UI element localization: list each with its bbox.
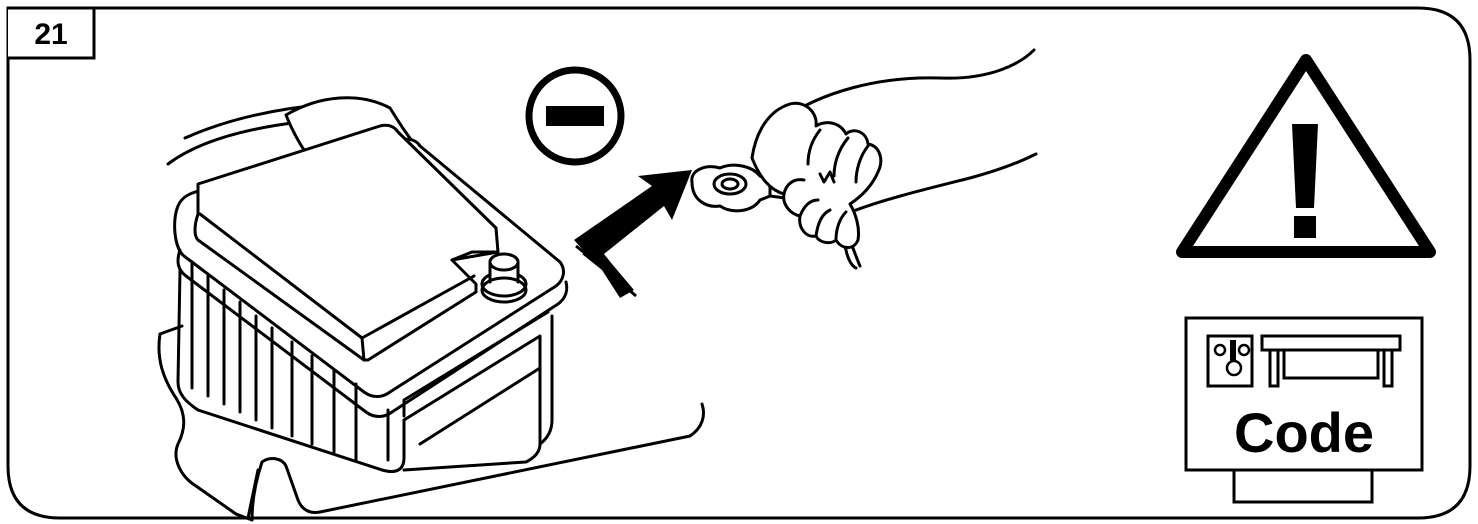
direction-arrow: [574, 170, 692, 298]
battery-illustration: [157, 96, 705, 522]
connector-icon: [1206, 334, 1402, 388]
hand-with-cable-clamp: [690, 48, 1038, 270]
step-number-tab: 21: [8, 6, 96, 60]
code-label: Code: [1234, 401, 1374, 464]
negative-terminal-icon: [525, 66, 625, 166]
step-number: 21: [34, 18, 67, 51]
warning-triangle-icon: [1176, 54, 1436, 258]
code-plate-icon: Code: [1184, 316, 1424, 504]
